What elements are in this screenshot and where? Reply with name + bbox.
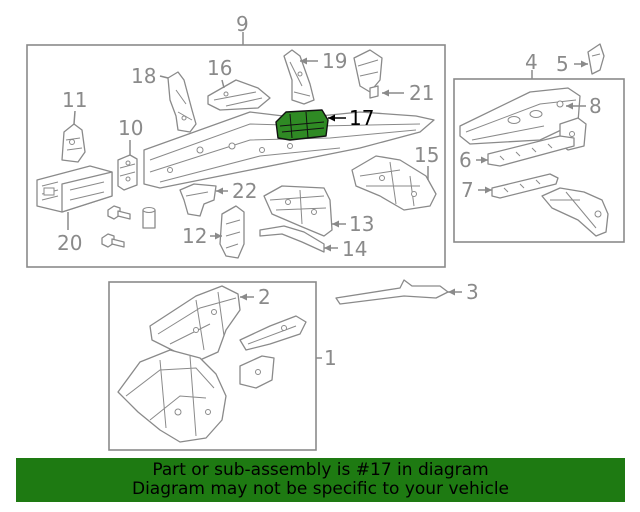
arrowhead-19 xyxy=(300,57,307,65)
part-2[interactable] xyxy=(149,285,241,361)
arrowhead-2 xyxy=(240,293,247,301)
part-14[interactable] xyxy=(259,225,325,253)
part-6[interactable] xyxy=(487,135,575,167)
callout-15[interactable]: 15 xyxy=(414,143,439,167)
part-1-wheelhouse[interactable] xyxy=(117,349,227,443)
arrowhead-6 xyxy=(481,156,488,164)
arrowhead-7 xyxy=(485,186,492,194)
arrowhead-8 xyxy=(566,102,573,110)
callout-5[interactable]: 5 xyxy=(556,52,569,76)
callout-8[interactable]: 8 xyxy=(589,94,602,118)
part-20[interactable] xyxy=(36,165,113,213)
part-4-lower-bracket[interactable] xyxy=(541,187,609,237)
arrowhead-14 xyxy=(324,244,331,252)
bolt-lower[interactable] xyxy=(101,233,125,248)
callout-7[interactable]: 7 xyxy=(461,178,474,202)
arrowhead-13 xyxy=(332,220,339,228)
callout-10[interactable]: 10 xyxy=(118,116,143,140)
part-7[interactable] xyxy=(491,173,559,199)
bolt-upper[interactable] xyxy=(107,205,131,220)
part-21[interactable] xyxy=(353,49,383,99)
callout-6[interactable]: 6 xyxy=(459,148,472,172)
group-box-9 xyxy=(26,44,446,268)
callout-11[interactable]: 11 xyxy=(62,88,87,112)
part-1-small-bracket[interactable] xyxy=(239,315,307,351)
arrowhead-5 xyxy=(581,60,588,68)
arrowhead-22 xyxy=(216,187,223,195)
callout-18[interactable]: 18 xyxy=(131,64,156,88)
callout-3[interactable]: 3 xyxy=(466,280,479,304)
spacer[interactable] xyxy=(142,207,156,229)
callout-2[interactable]: 2 xyxy=(258,285,271,309)
part-19[interactable] xyxy=(283,49,315,105)
part-18[interactable] xyxy=(167,71,197,133)
callout-1[interactable]: 1 xyxy=(324,346,337,370)
part-12[interactable] xyxy=(219,205,245,259)
part-3[interactable] xyxy=(335,279,449,305)
arrowhead-21 xyxy=(382,89,389,97)
leader-18 xyxy=(159,75,169,79)
callout-9[interactable]: 9 xyxy=(236,12,249,36)
callout-16[interactable]: 16 xyxy=(207,56,232,80)
part-1-plate[interactable] xyxy=(239,355,275,389)
part-22[interactable] xyxy=(179,183,217,217)
callout-22[interactable]: 22 xyxy=(232,179,257,203)
part-11[interactable] xyxy=(61,123,86,163)
arrowhead-12 xyxy=(215,232,222,240)
part-5[interactable] xyxy=(587,43,605,75)
group-box-1 xyxy=(108,281,317,451)
part-10[interactable] xyxy=(117,154,138,191)
part-15[interactable] xyxy=(351,155,437,211)
callout-17[interactable]: 17 xyxy=(349,106,374,130)
callout-13[interactable]: 13 xyxy=(349,212,374,236)
callout-4[interactable]: 4 xyxy=(525,50,538,74)
callout-12[interactable]: 12 xyxy=(182,224,207,248)
callout-14[interactable]: 14 xyxy=(342,237,367,261)
callout-21[interactable]: 21 xyxy=(409,81,434,105)
group-box-4 xyxy=(453,78,625,243)
leader-16 xyxy=(221,79,225,89)
callout-20[interactable]: 20 xyxy=(57,231,82,255)
part-17-highlighted[interactable] xyxy=(275,109,329,141)
banner-line-1: Part or sub-assembly is #17 in diagram xyxy=(152,460,489,480)
info-banner: Part or sub-assembly is #17 in diagram D… xyxy=(16,458,625,502)
arrowhead-3 xyxy=(448,288,455,296)
part-13[interactable] xyxy=(263,185,333,237)
callout-19[interactable]: 19 xyxy=(322,49,347,73)
banner-line-2: Diagram may not be specific to your vehi… xyxy=(131,479,509,499)
part-16[interactable] xyxy=(207,79,271,111)
part-9-rail[interactable] xyxy=(143,111,435,189)
arrowhead-17 xyxy=(328,114,335,122)
leader-11 xyxy=(73,110,76,125)
